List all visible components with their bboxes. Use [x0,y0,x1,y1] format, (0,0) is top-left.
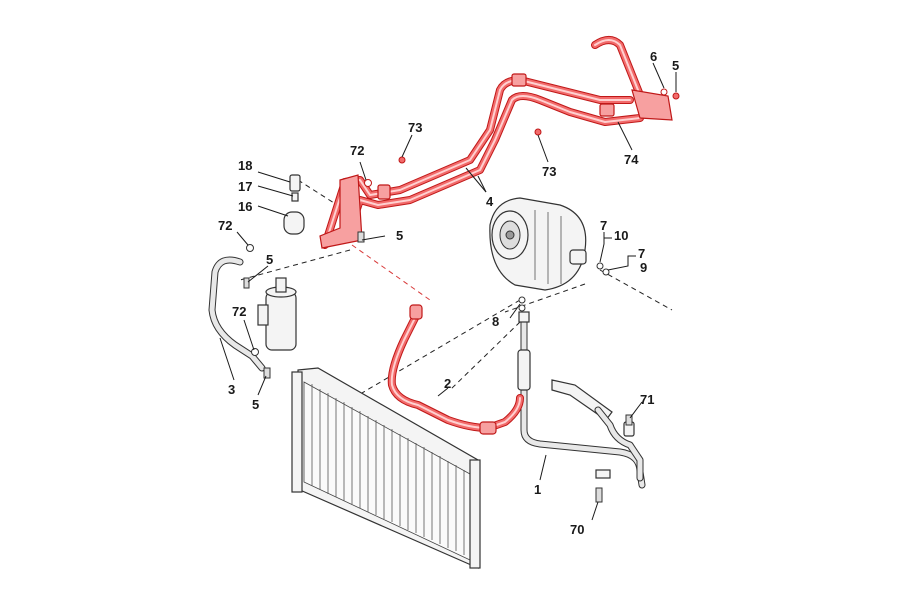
callout-9: 9 [640,260,647,275]
callout-4: 4 [486,194,494,209]
callout-5-mid: 5 [396,228,403,243]
callout-8: 8 [492,314,499,329]
leader-lines [219,62,677,521]
o-ring-72c [364,179,372,187]
callout-2: 2 [444,376,451,391]
pipe-4-red[interactable] [319,36,673,249]
o-ring-9 [602,268,610,276]
callout-73-left: 73 [408,120,422,135]
callout-17: 17 [238,179,252,194]
o-ring-6 [660,88,668,96]
compressor [489,197,587,291]
valve-5-bottom [263,367,271,379]
callout-5-bottom: 5 [252,397,259,412]
callout-7-lower: 7 [638,246,645,261]
screw-70 [595,487,603,503]
o-ring-8b [518,304,526,312]
callout-70: 70 [570,522,584,537]
o-ring-7 [596,262,604,270]
o-ring-72a [246,244,254,252]
pipe-2-red[interactable] [387,304,524,435]
callout-72-left: 72 [218,218,232,233]
o-ring-5-top [672,92,680,100]
callout-73-right: 73 [542,164,556,179]
valve-5-mid [357,231,365,243]
callout-5-top: 5 [672,58,679,73]
o-ring-8a [518,296,526,304]
valve-5-left [243,277,250,289]
pipe-3-grey [208,256,266,372]
callout-74: 74 [624,152,639,167]
o-ring-72b [251,348,259,356]
callout-7-upper: 7 [600,218,607,233]
callout-labels: 6 5 74 73 73 72 4 5 18 17 16 72 5 72 3 5… [218,49,679,537]
callout-3: 3 [228,382,235,397]
pressure-switch [283,174,305,235]
callout-1: 1 [534,482,541,497]
callout-71: 71 [640,392,654,407]
callout-10: 10 [614,228,628,243]
callout-5-left: 5 [266,252,273,267]
condenser-fins [311,384,465,555]
o-ring-73a [398,156,406,164]
small-hardware [243,88,680,503]
o-ring-73b [534,128,542,136]
mounting-bracket [551,379,644,482]
condenser [291,367,481,569]
callout-18: 18 [238,158,252,173]
screw-71 [625,414,633,426]
receiver-drier [257,277,297,351]
callout-72-low: 72 [232,304,246,319]
callout-6: 6 [650,49,657,64]
callout-72-top: 72 [350,143,364,158]
callout-16: 16 [238,199,252,214]
